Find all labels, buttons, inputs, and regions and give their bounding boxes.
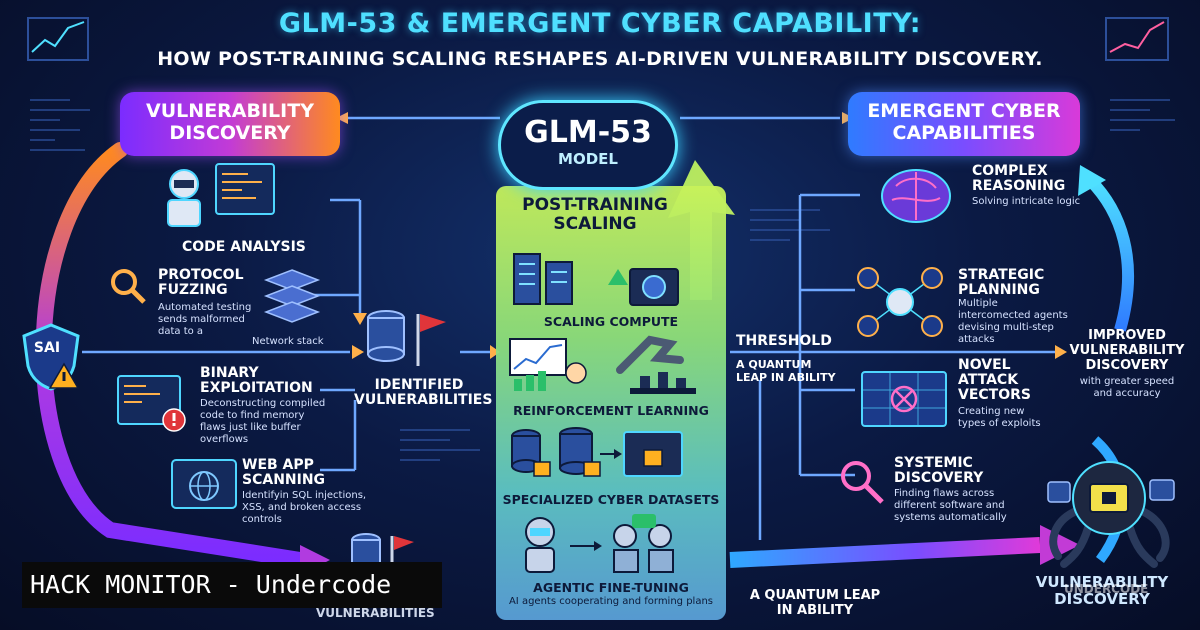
right-flow-arc: [1085, 175, 1135, 332]
web-app-scanning-label: WEB APP SCANNING: [242, 457, 326, 488]
watermark-text: UNDERCODE: [1064, 582, 1149, 596]
magnifier-icon: [111, 269, 146, 304]
protocol-fuzzing-label: PROTOCOL FUZZING: [158, 267, 244, 298]
database-flag-icon: [367, 310, 446, 366]
improved-discovery-desc: with greater speed and accuracy: [1079, 376, 1175, 399]
improved-discovery-label: IMPROVED VULNERABILITY DISCOVERY: [1069, 328, 1185, 373]
left-header-pill: VULNERABILITY DISCOVERY: [120, 92, 340, 156]
mini-chart-top-left: [27, 17, 89, 61]
network-stack-icon: [263, 269, 321, 323]
robot-code-icon: [167, 163, 275, 227]
leap-bottom-label: A QUANTUM LEAP IN ABILITY: [749, 588, 881, 618]
binary-exploitation-label: BINARY EXPLOITATION: [200, 365, 313, 396]
brand-banner: HACK MONITOR - Undercode: [22, 562, 442, 608]
center-item-label-2: SPECIALIZED CYBER DATASETS: [502, 492, 720, 507]
novel-attack-desc: Creating new types of exploits: [958, 406, 1041, 429]
shield-icon: [22, 323, 80, 391]
center-item-label-3: AGENTIC FINE-TUNING: [533, 580, 689, 595]
right-header-pill: EMERGENT CYBER CAPABILITIES: [848, 92, 1080, 156]
page-subtitle: HOW POST-TRAINING SCALING RESHAPES AI-DR…: [157, 48, 1043, 70]
database-lock-icon: [511, 427, 683, 477]
systemic-discovery-desc: Finding flaws across different software …: [894, 488, 1007, 523]
model-name: GLM-53: [524, 115, 652, 150]
robot-chess-icon: [616, 335, 696, 394]
binary-exploitation-desc: Deconstructing compiled code to find mem…: [200, 398, 326, 445]
center-item-desc-3: AI agents cooperating and forming plans: [508, 596, 714, 607]
shield-text: SAI: [33, 340, 61, 356]
code-lines-decoration: [30, 99, 1175, 461]
page-title: GLM-53 & EMERGENT CYBER CAPABILITY:: [278, 8, 922, 39]
web-globe-icon: [171, 459, 237, 509]
center-item-label-1: REINFORCEMENT LEARNING: [513, 403, 709, 418]
complex-reasoning-desc: Solving intricate logic: [972, 196, 1081, 207]
robot-octopus-icon: [1047, 461, 1175, 568]
leap-top-label: A QUANTUM LEAP IN ABILITY: [736, 358, 836, 384]
agent-network-icon: [857, 267, 943, 337]
network-stack-label: Network stack: [252, 336, 324, 347]
code-analysis-label: CODE ANALYSIS: [182, 239, 306, 255]
center-item-label-0: SCALING COMPUTE: [543, 314, 679, 329]
complex-reasoning-label: COMPLEX REASONING: [972, 163, 1066, 194]
bottom-flow-arrow: [729, 537, 1041, 568]
arrow-heads: [336, 112, 1067, 359]
model-cloud: GLM-53 MODEL: [498, 100, 678, 190]
brain-icon: [881, 169, 951, 223]
binary-code-icon: [117, 375, 186, 432]
bottom-right-discovery-label: VULNERABILITY DISCOVERY: [1035, 573, 1169, 608]
threshold-label: THRESHOLD: [736, 333, 832, 349]
panel-title: POST-TRAINING SCALING: [522, 195, 668, 234]
protocol-fuzzing-desc: Automated testing sends malformed data t…: [158, 302, 252, 337]
novel-attack-label: NOVEL ATTACK VECTORS: [958, 357, 1031, 403]
web-app-scanning-desc: Identifyin SQL injections, XSS, and brok…: [242, 490, 367, 525]
model-sub: MODEL: [558, 150, 618, 168]
identified-vulns-label: IDENTIFIED VULNERABILITIES: [354, 377, 493, 408]
strategic-planning-desc: Multiple intercomected agents devising m…: [958, 298, 1068, 345]
agents-cooperating-icon: [525, 514, 674, 573]
search-discovery-icon: [841, 461, 884, 504]
server-rack-icon: [513, 253, 573, 305]
mini-chart-top-right: [1105, 17, 1169, 61]
flow-arrows: [82, 116, 1055, 540]
chart-growth-icon: [509, 338, 587, 391]
systemic-discovery-label: SYSTEMIC DISCOVERY: [894, 455, 984, 486]
bottom-vulns-label: VULNERABILITIES: [316, 606, 435, 620]
attack-vector-icon: [861, 371, 947, 427]
strategic-planning-label: STRATEGIC PLANNING: [958, 267, 1045, 298]
gpu-card-icon: [608, 268, 679, 306]
bottom-database-flag-icon: [351, 533, 414, 568]
